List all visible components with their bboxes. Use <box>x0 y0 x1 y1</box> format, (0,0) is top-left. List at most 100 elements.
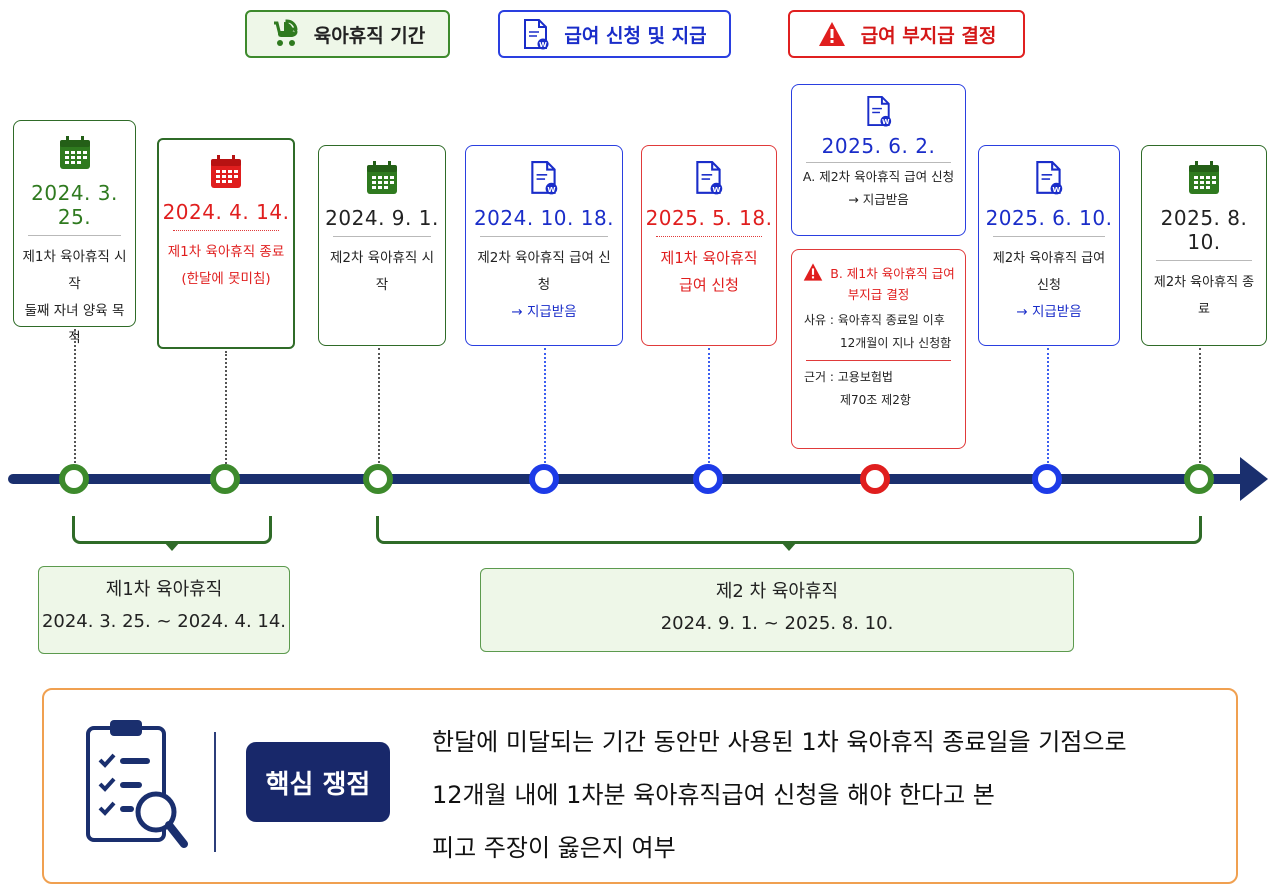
document-icon: W <box>696 161 723 195</box>
legend-leave-period: 육아휴직 기간 <box>245 10 450 58</box>
event-text: 제1차 육아휴직 시작 <box>22 249 127 292</box>
connector-line <box>708 348 710 467</box>
svg-text:W: W <box>882 118 890 126</box>
event-card-2nd-benefit-apply-2: W 2025. 6. 10. 제2차 육아휴직 급여 신청 → 지급받음 <box>978 145 1120 346</box>
event-date: 2025. 8. 10. <box>1160 206 1248 254</box>
timeline-node <box>210 464 240 494</box>
period-second-leave: 제2 차 육아휴직 2024. 9. 1. ~ 2025. 8. 10. <box>480 568 1074 652</box>
event-text: 제1차 육아휴직 종료 <box>167 244 285 260</box>
separator <box>1156 260 1252 261</box>
event-date: 2025. 5. 18. <box>645 206 773 230</box>
key-issue-line: 한달에 미달되는 기간 동안만 사용된 1차 육아휴직 종료일을 기점으로 <box>432 728 1127 756</box>
separator <box>480 236 608 237</box>
calendar-icon <box>59 136 90 169</box>
connector-line <box>378 348 380 467</box>
event-card-1st-leave-start: 2024. 3. 25. 제1차 육아휴직 시작 둘째 자녀 양육 목적 <box>13 120 136 346</box>
connector-line <box>544 348 546 467</box>
denied-basis: 근거 : 고용보험법 <box>804 370 893 384</box>
denied-basis-2: 제70조 제2항 <box>840 393 911 407</box>
key-issue-text: 한달에 미달되는 기간 동안만 사용된 1차 육아휴직 종료일을 기점으로 12… <box>432 716 1222 875</box>
calendar-icon <box>1189 161 1219 194</box>
key-issue-badge: 핵심 쟁점 <box>246 742 390 822</box>
bracket-second-leave <box>376 516 1202 551</box>
separator <box>28 235 121 236</box>
event-text: 제2차 육아휴직 급여 신청 <box>992 251 1106 293</box>
timeline-node <box>860 464 890 494</box>
warning-icon <box>803 263 823 281</box>
separator <box>806 162 951 163</box>
svg-text:W: W <box>1052 185 1060 194</box>
event-date: 2024. 3. 25. <box>31 181 118 229</box>
event-text: 제2차 육아휴직 종료 <box>1153 275 1255 317</box>
period-range: 2024. 9. 1. ~ 2025. 8. 10. <box>660 613 894 634</box>
event-text: → 지급받음 <box>1016 304 1082 320</box>
event-card-1st-leave-end: 2024. 4. 14. 제1차 육아휴직 종료 (한달에 못미침) <box>157 138 295 349</box>
svg-text:W: W <box>712 185 720 194</box>
bracket-first-leave <box>72 516 272 551</box>
calendar-icon <box>211 155 241 188</box>
timeline-node <box>59 464 89 494</box>
event-card-1st-benefit-denied: B. 제1차 육아휴직 급여 부지급 결정 사유 : 육아휴직 종료일 이후 1… <box>791 249 966 449</box>
event-text: → 지급받음 <box>848 192 909 207</box>
separator <box>656 236 762 237</box>
warning-icon <box>818 22 845 46</box>
period-range: 2024. 3. 25. ~ 2024. 4. 14. <box>41 611 287 632</box>
document-icon: W <box>866 95 891 127</box>
denied-reason-2: 12개월이 지나 신청함 <box>840 336 952 350</box>
event-card-1st-benefit-apply: W 2025. 5. 18. 제1차 육아휴직 급여 신청 <box>641 145 777 346</box>
document-icon: W <box>531 161 558 195</box>
key-issue-line: 12개월 내에 1차분 육아휴직급여 신청을 해야 한다고 본 <box>432 781 995 809</box>
timeline-node <box>693 464 723 494</box>
connector-line <box>1047 348 1049 467</box>
event-card-2nd-benefit-apply: W 2024. 10. 18. 제2차 육아휴직 급여 신청 → 지급받음 <box>465 145 623 346</box>
event-date: 2025. 6. 2. <box>821 134 936 158</box>
event-date: 2024. 10. 18. <box>473 206 615 230</box>
separator <box>806 360 951 361</box>
document-icon: W <box>524 19 549 50</box>
divider <box>214 732 216 852</box>
timeline-arrow-icon <box>1240 457 1268 501</box>
legend-benefit-denied-label: 급여 부지급 결정 <box>860 24 997 47</box>
baby-stroller-icon <box>273 19 298 46</box>
clipboard-checklist-icon <box>86 720 188 848</box>
separator <box>333 236 431 237</box>
legend-benefit-apply-paid-label: 급여 신청 및 지급 <box>564 24 707 47</box>
legend-benefit-denied: 급여 부지급 결정 <box>788 10 1025 58</box>
event-text: 급여 신청 <box>679 276 739 294</box>
timeline-node <box>1032 464 1062 494</box>
key-issue-box: 핵심 쟁점 한달에 미달되는 기간 동안만 사용된 1차 육아휴직 종료일을 기… <box>42 688 1238 884</box>
separator <box>173 230 279 231</box>
period-first-leave: 제1차 육아휴직 2024. 3. 25. ~ 2024. 4. 14. <box>38 566 290 654</box>
connector-line <box>225 351 227 467</box>
period-label: 제1차 육아휴직 <box>105 579 223 600</box>
denied-title: B. 제1차 육아휴직 급여 <box>830 265 955 281</box>
legend-leave-period-label: 육아휴직 기간 <box>313 24 426 47</box>
event-text: → 지급받음 <box>511 304 577 320</box>
calendar-icon <box>367 161 397 194</box>
denied-title-row: B. 제1차 육아휴직 급여 <box>792 262 965 282</box>
timeline-node <box>529 464 559 494</box>
period-label: 제2 차 육아휴직 <box>715 581 839 602</box>
event-text: 제1차 육아휴직 <box>660 249 758 267</box>
separator <box>993 236 1105 237</box>
legend-benefit-apply-paid: W 급여 신청 및 지급 <box>498 10 731 58</box>
event-text: A. 제2차 육아휴직 급여 신청 <box>802 169 955 184</box>
timeline-axis <box>8 474 1248 484</box>
svg-text:W: W <box>540 41 548 49</box>
event-card-2nd-leave-end: 2025. 8. 10. 제2차 육아휴직 종료 <box>1141 145 1267 346</box>
denied-reason: 사유 : 육아휴직 종료일 이후 <box>804 313 945 327</box>
svg-text:W: W <box>547 185 555 194</box>
document-icon: W <box>1036 161 1063 195</box>
event-date: 2025. 6. 10. <box>985 206 1113 230</box>
event-card-2nd-benefit-apply-a: W 2025. 6. 2. A. 제2차 육아휴직 급여 신청 → 지급받음 <box>791 84 966 236</box>
event-card-2nd-leave-start: 2024. 9. 1. 제2차 육아휴직 시작 <box>318 145 446 346</box>
connector-line <box>74 329 76 467</box>
event-text: (한달에 못미침) <box>181 271 271 287</box>
event-date: 2024. 4. 14. <box>162 200 290 224</box>
timeline-node <box>1184 464 1214 494</box>
key-issue-line: 피고 주장이 옳은지 여부 <box>432 834 676 862</box>
event-date: 2024. 9. 1. <box>325 206 439 230</box>
event-text: 제2차 육아휴직 급여 신청 <box>477 250 611 293</box>
connector-line <box>1199 348 1201 467</box>
timeline-node <box>363 464 393 494</box>
